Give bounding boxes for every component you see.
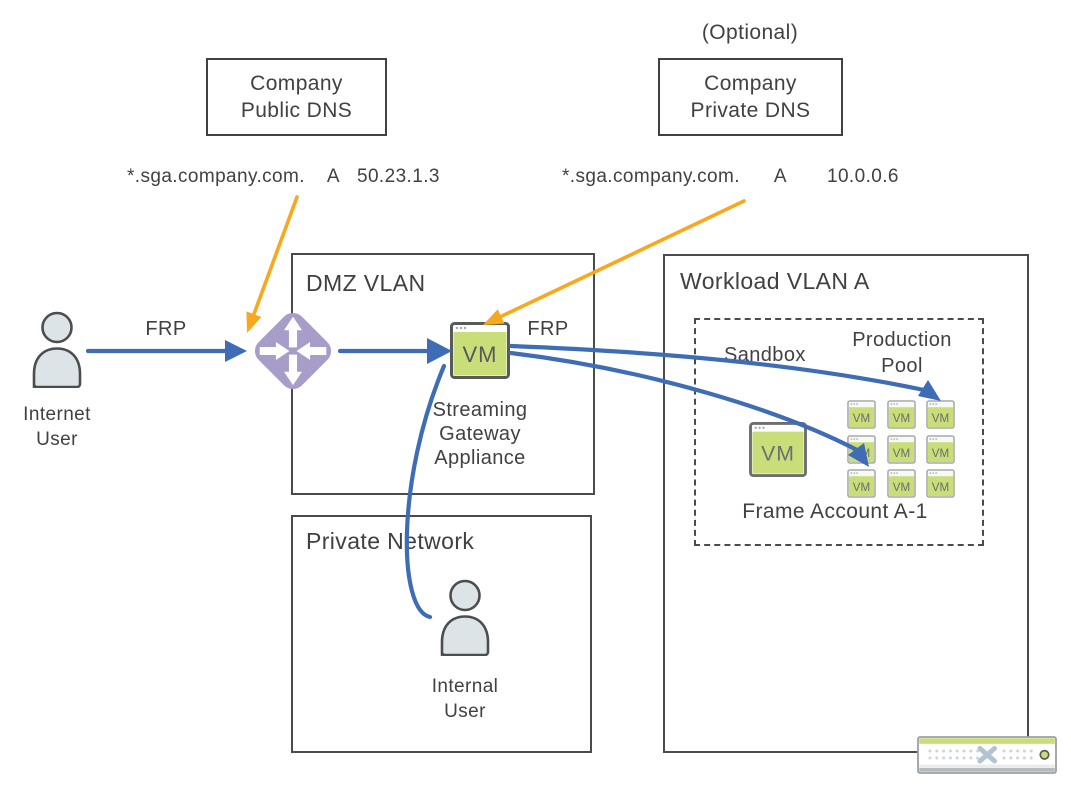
workload-title: Workload VLAN A [680,268,870,294]
private-dns-line1: Company [704,72,797,95]
sandbox-vm-text: VM [761,443,795,466]
svg-text:VM: VM [892,446,909,459]
sandbox-vm-icon: VM [749,422,807,477]
record-type: A [326,166,340,187]
svg-text:VM: VM [932,481,949,494]
public-dns-line2: Public DNS [240,99,353,122]
pool-vm-icon: VM [926,469,955,498]
svg-text:VM: VM [853,412,870,425]
svg-text:VM: VM [853,481,870,494]
record-name: *.sga.company.com. [127,166,305,187]
record-name: *.sga.company.com. [562,166,740,187]
internet-user-icon [32,311,82,388]
public-dns-record: *.sga.company.com. A 50.23.1.3 [127,166,440,188]
internal-user-label: Internal User [431,676,499,722]
svg-text:VM: VM [853,446,870,459]
arrowhead [225,340,247,362]
workload-vlan-a-box [663,254,1029,753]
pool-vm-icon: VM [847,434,876,464]
pool-vm-icon: VM [926,400,955,429]
record-type: A [773,166,787,187]
pool-vm-icon: VM [847,469,876,498]
svg-text:VM: VM [932,412,949,425]
sga-appliance-label: Streaming Gateway Appliance [432,399,528,469]
sga-vm-icon: VM [450,322,510,379]
sga-vm-text: VM [463,342,498,367]
optional-label: (Optional) [701,21,799,44]
production-pool-grid: VM VM VM VM VM [847,400,955,498]
svg-text:VM: VM [892,481,909,494]
svg-text:VM: VM [932,446,949,459]
dmz-title: DMZ VLAN [306,270,426,296]
internet-user-label: Internet User [23,404,91,450]
pool-vm-icon: VM [886,400,916,429]
pool-vm-icon: VM [886,469,916,498]
svg-text:VM: VM [892,412,909,425]
private-dns-box: Company Private DNS [658,58,843,136]
record-value: 10.0.0.6 [827,166,899,187]
router-icon [254,312,332,390]
frame-account-label: Frame Account A-1 [742,500,928,523]
switch-icon [917,736,1057,774]
pool-vm-icon: VM [847,400,876,429]
internal-user-icon [440,579,490,656]
frp-label-right: FRP [527,318,569,340]
pool-vm-icon: VM [926,434,955,464]
sandbox-label: Sandbox [724,344,806,366]
production-pool-label: Production Pool [852,329,952,377]
record-value: 50.23.1.3 [357,166,440,187]
frp-label-left: FRP [145,318,187,340]
private-dns-record: *.sga.company.com. A 10.0.0.6 [562,166,899,188]
pool-vm-icon: VM [886,434,916,464]
private-dns-line2: Private DNS [690,99,811,122]
public-dns-line1: Company [250,72,343,95]
public-dns-box: Company Public DNS [206,58,387,136]
private-network-title: Private Network [306,528,475,554]
